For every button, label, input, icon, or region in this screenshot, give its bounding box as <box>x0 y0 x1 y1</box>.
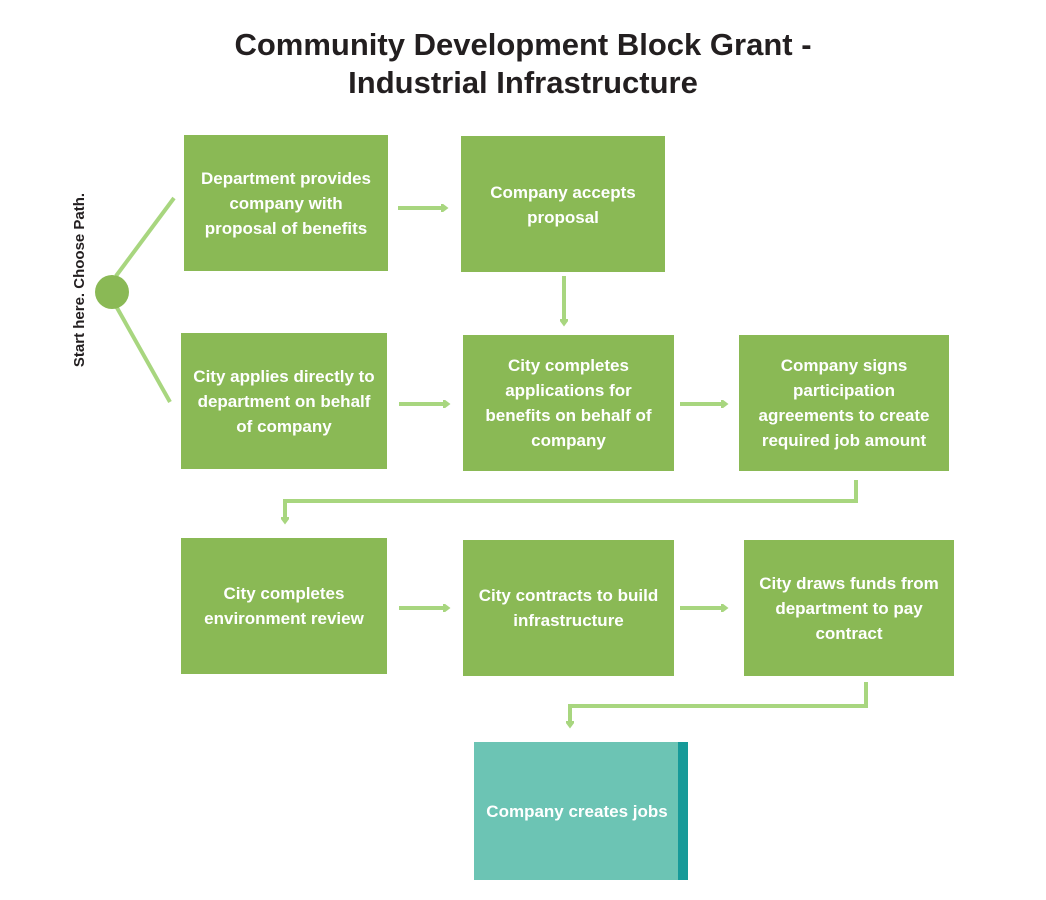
step-city-completes-applications-label: City completes applications for benefits… <box>485 356 652 450</box>
diagram-title: Community Development Block Grant - Indu… <box>0 26 1046 102</box>
step-dept-proposal: Department provides company with proposa… <box>184 135 388 271</box>
start-branch-upper <box>114 196 176 278</box>
title-line-2: Industrial Infrastructure <box>348 65 698 100</box>
step-dept-proposal-label: Department provides company with proposa… <box>200 168 372 238</box>
step-draws-funds-label: City draws funds from department to pay … <box>759 573 939 643</box>
step-contracts-infrastructure-label: City contracts to build infrastructure <box>478 586 659 630</box>
arrow-signs-to-review <box>285 480 858 522</box>
start-node <box>95 275 129 309</box>
step-company-signs-label: Company signs participation agreements t… <box>758 356 930 450</box>
arrow-funds-to-jobs <box>570 682 868 726</box>
step-city-applies-label: City applies directly to department on b… <box>193 366 375 436</box>
step-creates-jobs: Company creates jobs <box>474 742 688 880</box>
step-contracts-infrastructure: City contracts to build infrastructure <box>463 540 674 676</box>
title-line-1: Community Development Block Grant - <box>234 27 812 62</box>
step-city-applies: City applies directly to department on b… <box>181 333 387 469</box>
step-city-completes-applications: City completes applications for benefits… <box>463 335 674 471</box>
step-environment-review: City completes environment review <box>181 538 387 674</box>
step-environment-review-label: City completes environment review <box>204 584 364 628</box>
step-company-accepts-label: Company accepts proposal <box>490 183 636 227</box>
step-creates-jobs-label: Company creates jobs <box>486 801 668 821</box>
step-company-accepts: Company accepts proposal <box>461 136 665 272</box>
step-company-signs: Company signs participation agreements t… <box>739 335 949 471</box>
start-branch-lower <box>114 305 172 403</box>
step-draws-funds: City draws funds from department to pay … <box>744 540 954 676</box>
